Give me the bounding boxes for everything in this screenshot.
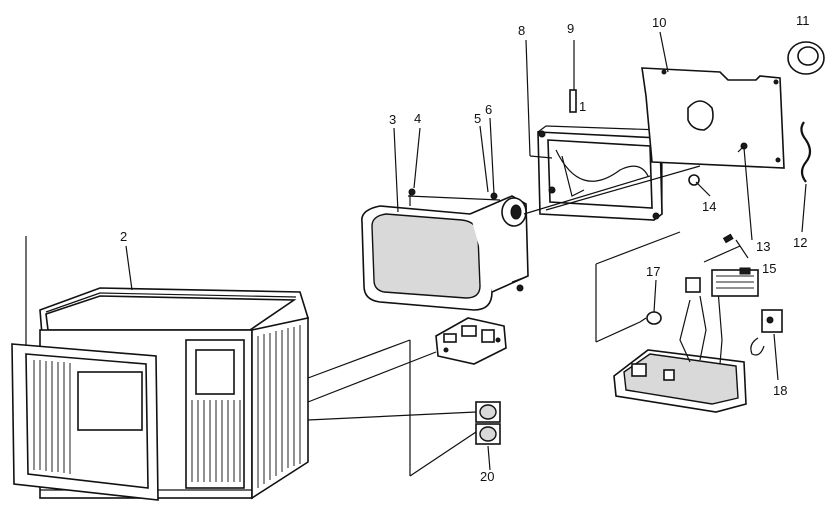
callout-5: 5	[474, 111, 482, 126]
front-bezel	[11, 236, 159, 501]
callout-10: 10	[652, 15, 667, 30]
knob-part	[639, 311, 662, 325]
callout-18: 18	[773, 383, 788, 398]
callout-14: 14	[702, 199, 717, 214]
circuit-board-assembly	[613, 267, 759, 413]
leader-lines	[125, 31, 807, 477]
callout-15: 15	[762, 261, 777, 276]
callout-3: 3	[389, 112, 397, 127]
screw-part	[722, 233, 734, 244]
picture-tube	[361, 188, 529, 311]
bezel-left-grille	[33, 360, 71, 474]
callout-20: 20	[480, 469, 495, 484]
callout-6: 6	[485, 102, 493, 117]
callout-17: 17	[646, 264, 661, 279]
rod-part	[569, 89, 577, 113]
speakers	[475, 401, 501, 445]
power-cord	[800, 121, 812, 183]
tuner-board	[435, 317, 507, 365]
callout-2: 2	[120, 229, 128, 244]
back-cover	[641, 67, 785, 169]
control-module	[750, 309, 783, 356]
chassis-frame	[537, 125, 663, 221]
callout-12: 12	[793, 235, 808, 250]
callout-9: 9	[567, 21, 575, 36]
callout-13: 13	[756, 239, 771, 254]
callout-11: 11	[796, 13, 810, 28]
callout-1: 1	[579, 99, 587, 114]
cabinet-side-grille	[257, 325, 301, 488]
cabinet-front-grille	[191, 400, 241, 482]
callout-8: 8	[518, 23, 526, 38]
callout-4: 4	[414, 111, 422, 126]
ring-part	[787, 41, 825, 75]
